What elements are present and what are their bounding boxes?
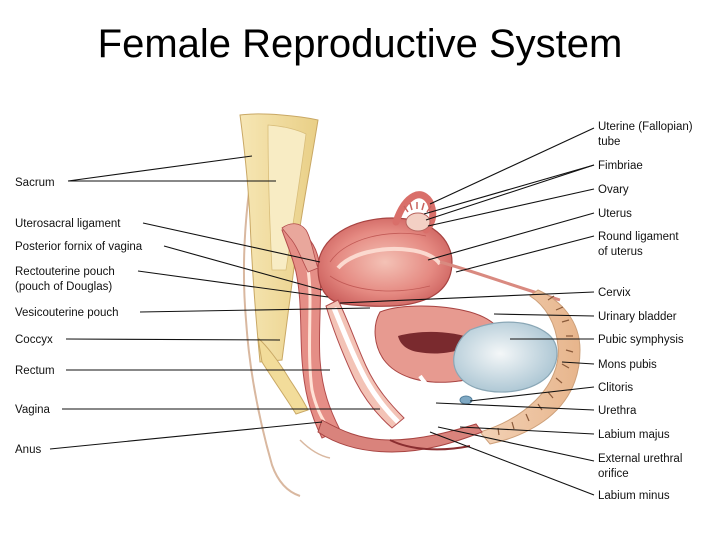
fallopian-tube xyxy=(392,191,437,234)
labels-right: Uterine (Fallopian) tube Fimbriae Ovary … xyxy=(598,121,693,502)
label-ovary: Ovary xyxy=(598,184,629,196)
uterus-shape xyxy=(317,217,453,307)
fimbriae-shape xyxy=(403,202,432,213)
label-labium-majus: Labium majus xyxy=(598,429,670,441)
label-clitoris: Clitoris xyxy=(598,382,633,394)
page-title: Female Reproductive System xyxy=(97,22,623,66)
coccyx-bone xyxy=(257,336,309,415)
leader-round-ligament xyxy=(455,235,595,273)
uterus-wall-lines xyxy=(329,232,431,292)
leader-rectouterine xyxy=(137,270,329,298)
leader-fimbriae-2 xyxy=(425,164,595,221)
label-vesicouterine-pouch: Vesicouterine pouch xyxy=(15,307,119,319)
label-labium-minus: Labium minus xyxy=(598,490,670,502)
leader-ovary xyxy=(427,188,595,227)
leader-fimbriae-1 xyxy=(423,164,595,215)
label-cervix: Cervix xyxy=(598,287,631,299)
label-pubic-symphysis: Pubic symphysis xyxy=(598,334,684,346)
label-round-ligament-line2: of uterus xyxy=(598,246,643,258)
anatomy-illustration xyxy=(239,113,581,497)
labia-fold xyxy=(389,439,471,451)
label-rectouterine-pouch-line2: (pouch of Douglas) xyxy=(15,281,112,293)
leader-uterus xyxy=(427,212,595,261)
ovary-shape xyxy=(405,212,431,232)
label-rectum: Rectum xyxy=(15,365,55,377)
leader-cervix xyxy=(339,291,595,304)
leader-posterior-fornix xyxy=(163,245,323,291)
label-sacrum: Sacrum xyxy=(15,177,55,189)
label-urinary-bladder: Urinary bladder xyxy=(598,311,677,323)
leader-urethra xyxy=(435,402,595,411)
leader-vesicouterine xyxy=(139,307,371,313)
leader-lines xyxy=(49,127,595,496)
leader-mons-pubis xyxy=(561,361,595,365)
urethra-shape xyxy=(418,374,453,406)
buttock-skin xyxy=(299,439,331,459)
label-uterine-tube-line1: Uterine (Fallopian) xyxy=(598,121,693,133)
label-uterosacral-ligament: Uterosacral ligament xyxy=(15,218,121,230)
label-coccyx: Coccyx xyxy=(15,334,53,346)
leader-coccyx xyxy=(65,338,281,341)
pubic-bone xyxy=(453,321,558,393)
leader-external-urethral xyxy=(437,426,595,462)
labels-left: Sacrum Uterosacral ligament Posterior fo… xyxy=(15,177,143,456)
label-fimbriae: Fimbriae xyxy=(598,160,643,172)
label-urethra: Urethra xyxy=(598,405,637,417)
label-external-urethral-line1: External urethral xyxy=(598,453,682,465)
leader-uterine-tube xyxy=(429,127,595,205)
clitoris-shape xyxy=(459,395,473,405)
label-uterine-tube-line2: tube xyxy=(598,136,620,148)
label-rectouterine-pouch-line1: Rectouterine pouch xyxy=(15,266,115,278)
leader-anus xyxy=(49,421,323,450)
label-uterus: Uterus xyxy=(598,208,632,220)
label-anus: Anus xyxy=(15,444,41,456)
perineum xyxy=(317,419,483,453)
label-round-ligament-line1: Round ligament xyxy=(598,231,679,243)
leader-labium-majus xyxy=(459,426,595,435)
label-vagina: Vagina xyxy=(15,404,51,416)
leader-sacrum-1 xyxy=(67,155,253,182)
leader-clitoris xyxy=(469,386,595,402)
label-external-urethral-line2: orifice xyxy=(598,468,629,480)
pubic-hair xyxy=(497,295,574,436)
vagina-lumen xyxy=(331,307,400,424)
leader-urinary-bladder xyxy=(493,313,595,317)
leader-uterosacral xyxy=(142,222,321,263)
label-posterior-fornix: Posterior fornix of vagina xyxy=(15,241,143,253)
mons-skin xyxy=(479,289,581,445)
label-mons-pubis: Mons pubis xyxy=(598,359,657,371)
leader-labium-minus xyxy=(429,431,595,496)
